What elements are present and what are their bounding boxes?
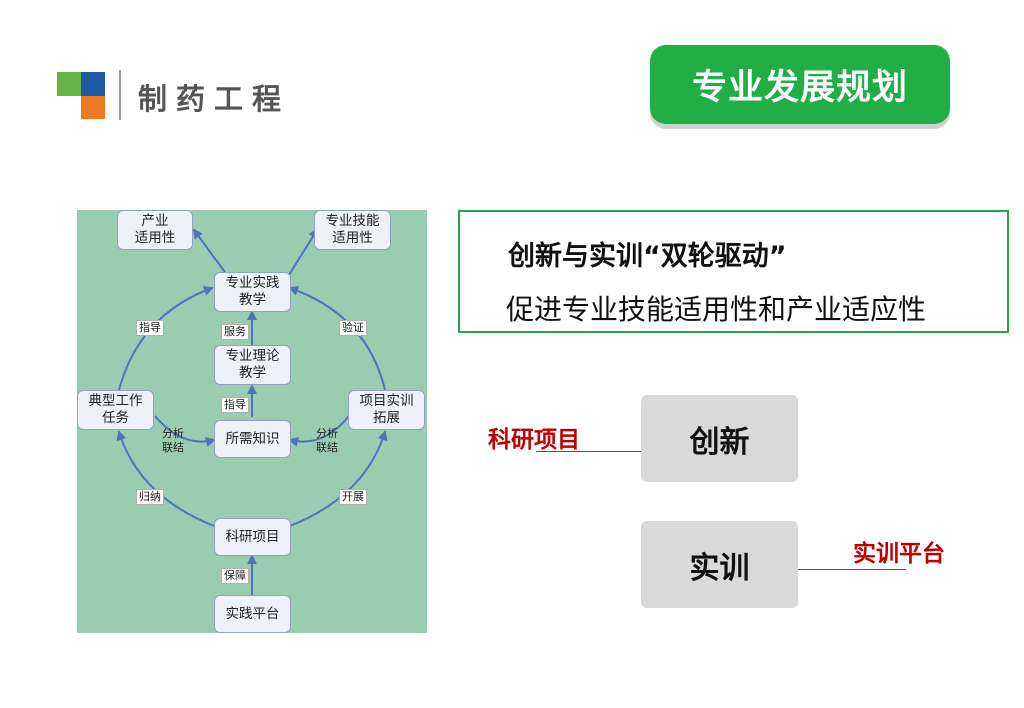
node-research-projects: 科研项目 <box>214 518 291 556</box>
edge-research-to-typical <box>116 430 215 527</box>
label-training-platform: 实训平台 <box>853 541 945 567</box>
logo-square-green <box>57 72 81 96</box>
logo-square-orange <box>81 96 105 119</box>
node-project-training: 项目实训 拓展 <box>348 390 425 430</box>
edge-label-serve: 服务 <box>221 324 249 340</box>
edge-label-guide-left: 指导 <box>136 320 164 336</box>
edge-label-analyze-right: 分析 联结 <box>316 427 338 454</box>
slogan-headline: 创新与实训“双轮驱动” <box>508 241 787 272</box>
connector-line-platform <box>798 569 906 570</box>
edge-label-guide-center: 指导 <box>221 397 249 413</box>
node-typical-tasks: 典型工作 任务 <box>77 390 154 430</box>
edge-label-guarantee: 保障 <box>221 568 249 584</box>
label-research-projects: 科研项目 <box>488 427 580 453</box>
node-required-knowledge: 所需知识 <box>214 420 291 458</box>
node-skill-applicability: 专业技能 适用性 <box>314 210 391 250</box>
edge-typical-to-practice <box>118 286 214 391</box>
connector-line-research <box>536 451 641 452</box>
edge-research-to-project <box>289 430 388 527</box>
logo-square-blue <box>81 72 105 96</box>
page-title: 专业发展规划 <box>650 45 950 124</box>
node-theory-teaching: 专业理论 教学 <box>214 345 291 385</box>
node-industry-applicability: 产业 适用性 <box>117 210 193 250</box>
box-innovation: 创新 <box>641 395 798 482</box>
slogan-box: 创新与实训“双轮驱动” 促进专业技能适用性和产业适应性 <box>458 210 1009 333</box>
edge-label-induce: 归纳 <box>136 489 164 505</box>
logo-divider <box>119 70 121 120</box>
edge-project-to-knowledge <box>288 415 350 447</box>
edge-label-verify: 验证 <box>339 320 367 336</box>
edge-practice-to-skill <box>288 228 319 276</box>
cycle-diagram: 产业 适用性 专业技能 适用性 专业实践 教学 专业理论 教学 典型工作 任务 … <box>77 210 427 633</box>
edge-label-expand: 开展 <box>339 489 367 505</box>
slogan-subline: 促进专业技能适用性和产业适应性 <box>506 293 927 326</box>
edge-typical-to-knowledge <box>154 415 216 447</box>
edge-label-analyze-left: 分析 联结 <box>162 427 184 454</box>
node-practice-teaching: 专业实践 教学 <box>214 272 291 312</box>
brand-name: 制药工程 <box>138 82 291 116</box>
edge-practice-to-industry <box>192 228 228 276</box>
edge-project-to-practice <box>288 285 386 391</box>
box-training: 实训 <box>641 521 798 608</box>
node-practice-platform: 实践平台 <box>214 595 291 633</box>
